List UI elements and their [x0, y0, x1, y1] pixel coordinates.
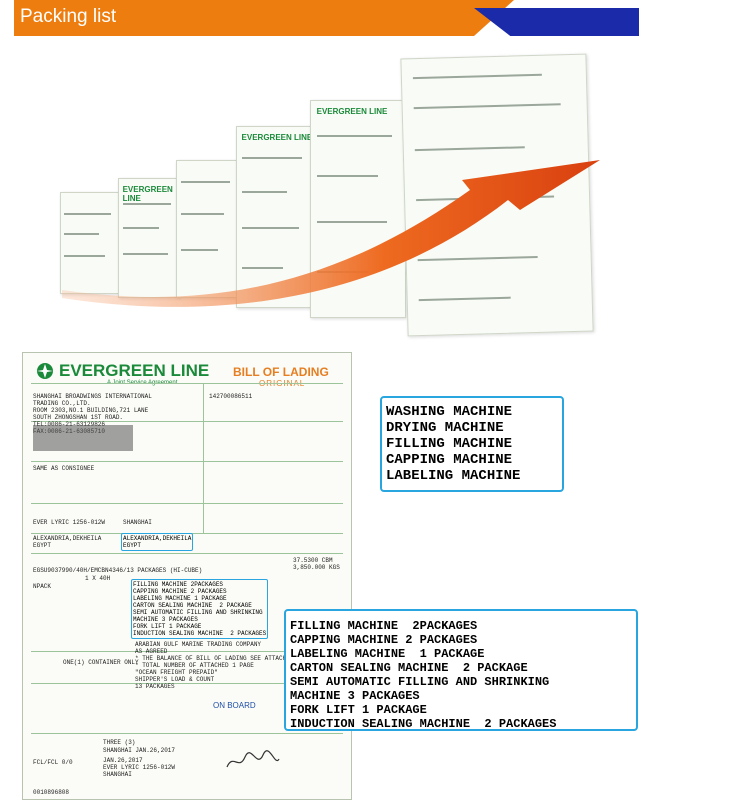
machine-list-callout: WASHING MACHINE DRYING MACHINE FILLING M…: [380, 396, 564, 492]
marks: NPACK: [33, 583, 52, 590]
progress-arrow-icon: [62, 160, 600, 307]
cargo-description-box: FILLING MACHINE 2PACKAGES CAPPING MACHIN…: [131, 579, 269, 639]
fan-document-3: [176, 160, 240, 298]
port-of-discharge: ALEXANDRIA,DEKHEILA EGYPT: [33, 535, 102, 549]
vessel-field: EVER LYRIC 1256-012W: [33, 519, 106, 526]
company-logo: EVERGREEN LINE: [59, 361, 210, 380]
fcl-label: FCL/FCL 0/0: [33, 759, 73, 766]
port-of-loading: SHANGHAI: [123, 519, 152, 526]
bl-number: 142700086511: [209, 393, 253, 400]
place-date-issue: SHANGHAI JAN.26,2017: [103, 747, 176, 754]
container-qty: 1 X 40H: [85, 575, 111, 582]
fan-document-2: EVERGREEN LINE: [118, 178, 180, 298]
evergreen-logo-icon: [37, 363, 53, 379]
machine-list-text: WASHING MACHINE DRYING MACHINE FILLING M…: [386, 404, 521, 484]
container-line: EGSU9037990/40H/EMCBN4346/13 PACKAGES (H…: [33, 567, 203, 574]
place-of-delivery: ALEXANDRIA,DEKHEILA EGYPT: [123, 535, 192, 549]
bottom-number: 0010896808: [33, 789, 70, 796]
bill-of-lading-document: EVERGREEN LINE A Joint Service Agreement…: [22, 352, 352, 800]
fan-document-1: [60, 192, 120, 294]
signature-icon: [226, 750, 280, 768]
on-board-stamp: ON BOARD: [213, 701, 256, 710]
notify-field: SAME AS CONSIGNEE: [33, 465, 95, 472]
banner-blue-band: [474, 8, 639, 36]
header-banner: Packing list: [14, 0, 639, 36]
package-list-text: FILLING MACHINE 2PACKAGES CAPPING MACHIN…: [290, 619, 557, 731]
banner-orange-band: [14, 0, 514, 36]
place-of-delivery-box: ALEXANDRIA,DEKHEILA EGYPT: [121, 533, 194, 551]
originals-count: THREE (3): [103, 739, 136, 746]
onboard-date: JAN.26,2017 EVER LYRIC 1256-012W SHANGHA…: [103, 757, 176, 778]
consignee-field: [33, 425, 133, 451]
total-containers: ONE(1) CONTAINER ONLY: [63, 659, 139, 666]
weight-measure: 37.5300 CBM 3,850.000 KGS: [293, 557, 340, 571]
package-list-callout: FILLING MACHINE 2PACKAGES CAPPING MACHIN…: [284, 609, 638, 731]
cargo-description: FILLING MACHINE 2PACKAGES CAPPING MACHIN…: [133, 581, 267, 637]
document-fan: EVERGREEN LINE EVERGREEN LINE EVERGREEN …: [0, 40, 750, 340]
document-title: BILL OF LADING: [233, 365, 329, 379]
page-title: Packing list: [20, 6, 117, 27]
